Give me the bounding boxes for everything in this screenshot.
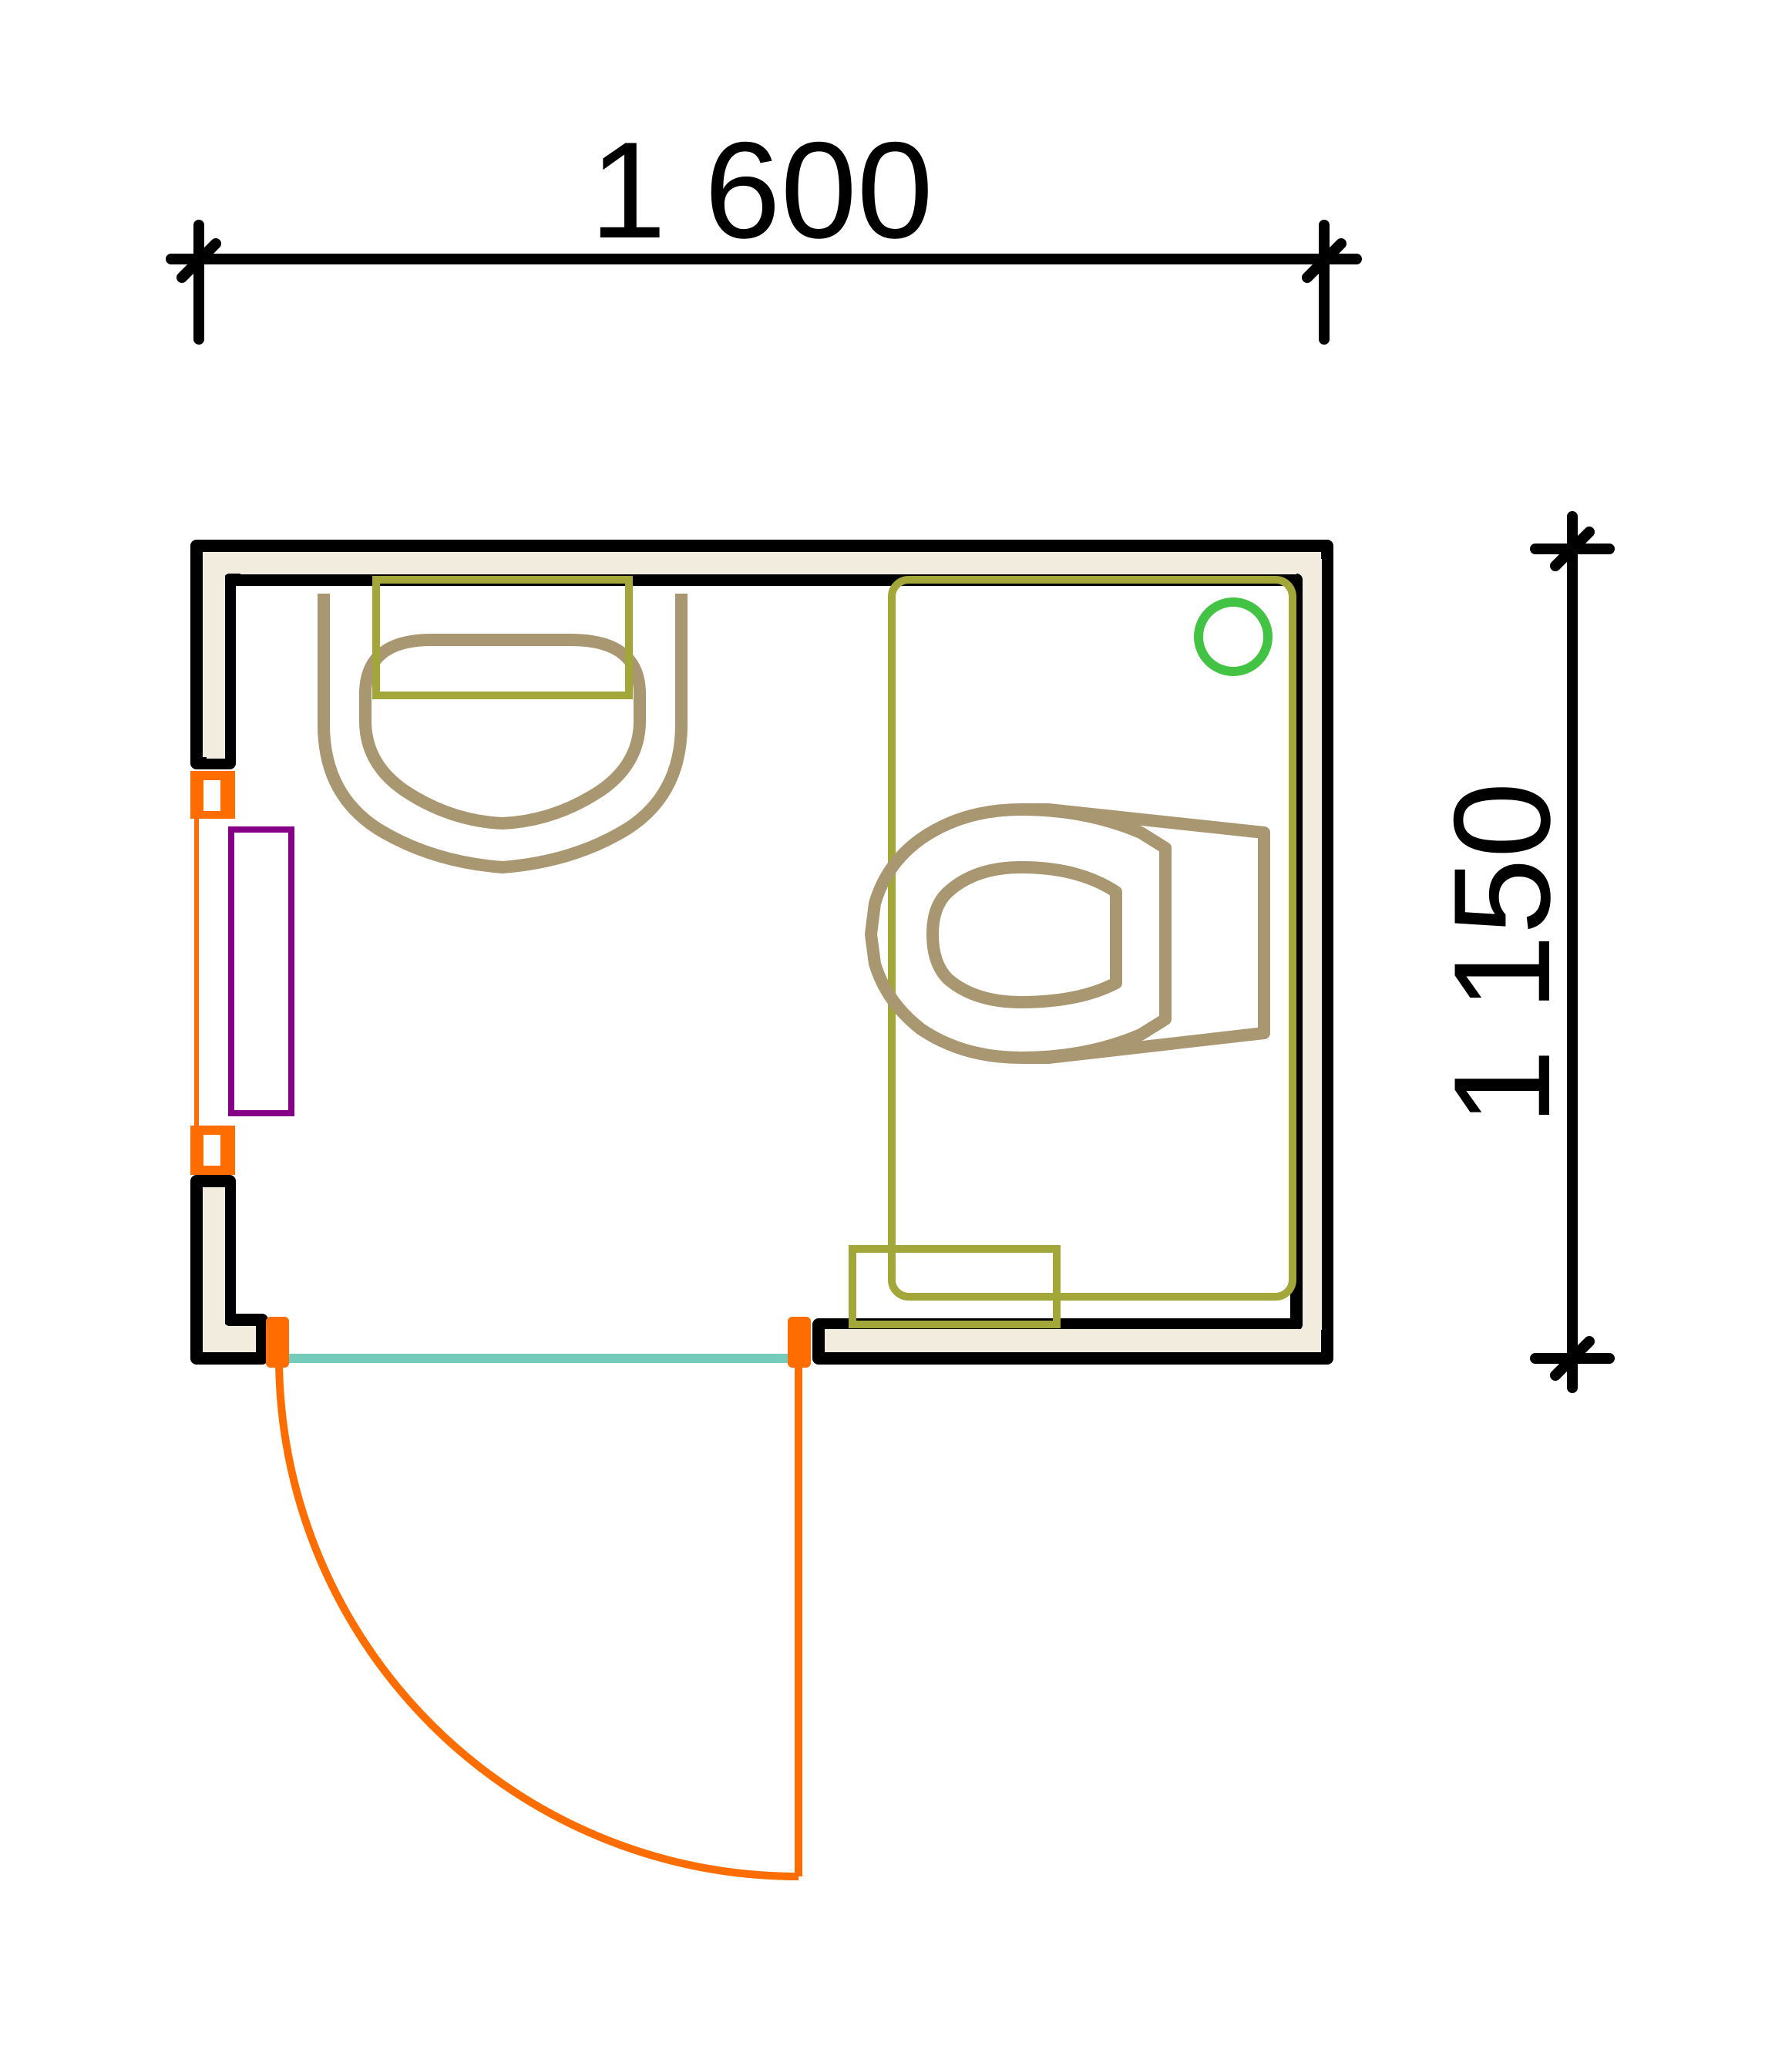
- door-jamb-right: [788, 1317, 811, 1368]
- radiator: [228, 826, 294, 1116]
- door-swing-arc: [275, 1358, 799, 1880]
- washbasin-bowl: [359, 634, 646, 830]
- height-dimension-slash-bottom: [1550, 1336, 1595, 1381]
- washbasin-zone: [372, 576, 633, 699]
- height-dimension-label: 1 150: [1425, 782, 1579, 1125]
- height-dimension-slash-top: [1550, 527, 1595, 571]
- width-dimension: [166, 220, 1362, 345]
- toilet: [865, 803, 1270, 1064]
- wall-left-upper-cream: [207, 557, 225, 759]
- washbasin-outer: [318, 594, 688, 873]
- width-dimension-slash-right: [1302, 238, 1347, 283]
- width-dimension-label: 1 600: [590, 113, 933, 267]
- wall-inner-cream-right: [1306, 559, 1322, 1330]
- toilet-bowl-outer: [865, 803, 1172, 1064]
- wall-left-lower: [190, 1175, 268, 1365]
- wall-bottom-right-cream: [825, 1329, 1318, 1352]
- wall-left-lower-cream: [207, 1187, 225, 1352]
- window-jamb-bottom-inner: [203, 1135, 220, 1166]
- walls: [190, 540, 1333, 1365]
- washbasin: [318, 594, 688, 873]
- toilet-zone: [849, 1245, 1061, 1328]
- wall-inner-face: [224, 574, 1303, 1331]
- width-dimension-slash-left: [177, 238, 221, 283]
- door: [266, 1317, 811, 1880]
- window-jamb-top-inner: [203, 780, 220, 811]
- window: [190, 771, 235, 1175]
- shower-tray: [888, 576, 1296, 1301]
- wall-inner-cream-top: [240, 559, 1296, 574]
- door-jamb-left: [266, 1317, 289, 1368]
- toilet-seat: [926, 861, 1122, 1008]
- toilet-tank: [1021, 803, 1270, 1064]
- shower-drain: [1194, 597, 1273, 676]
- height-dimension: [1530, 511, 1615, 1393]
